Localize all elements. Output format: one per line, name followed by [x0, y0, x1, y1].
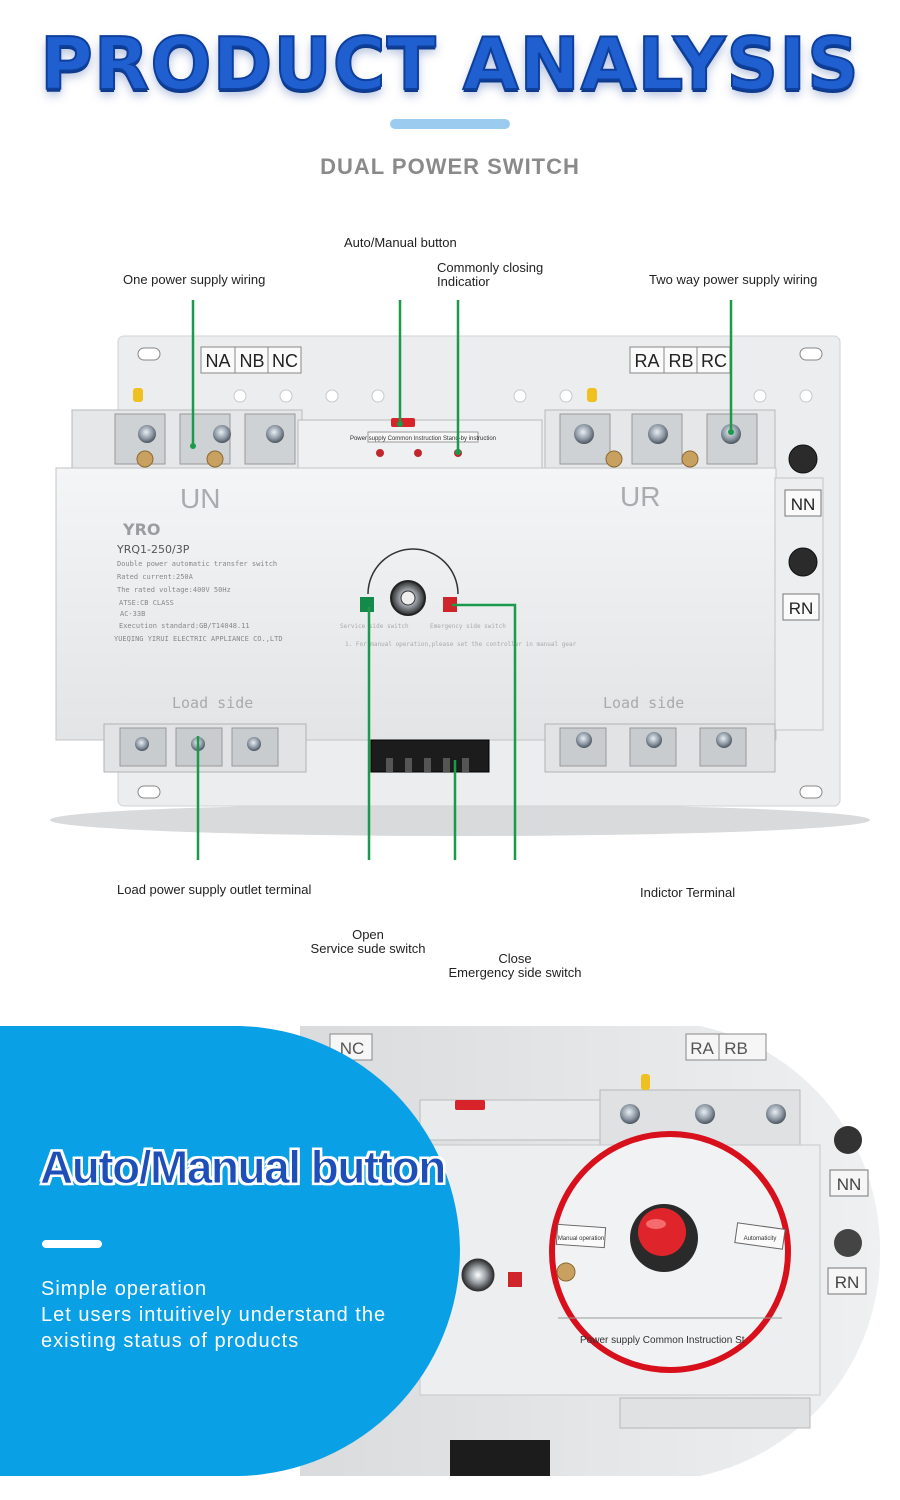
label-na: NA	[205, 351, 230, 371]
device-shadow	[50, 804, 870, 836]
callout-commonly-closing: Commonly closing Indicatior	[437, 261, 543, 289]
callout-two-way-power: Two way power supply wiring	[649, 272, 818, 287]
feature-heading: Auto/Manual button	[40, 1141, 447, 1194]
callout-one-power: One power supply wiring	[123, 272, 266, 287]
top-left-terminal-labels: NA NB NC	[200, 346, 302, 374]
spec-line: AC-33B	[120, 610, 145, 618]
rotation-arc	[367, 548, 459, 595]
callout-open-line1: Open	[352, 927, 384, 942]
yellow-tab	[133, 388, 143, 402]
mount-hole	[799, 785, 823, 799]
label-nn: NN	[791, 495, 816, 514]
leader-indicator-terminal	[453, 760, 457, 860]
photo-label-rn: RN	[835, 1273, 860, 1292]
callout-open: Open Service sude switch	[308, 928, 428, 956]
photo-rn-box	[827, 1267, 867, 1295]
top-left-terminals	[71, 388, 303, 469]
dual-power-switch-illustration: NA NB NC RA RB RC	[50, 300, 870, 860]
load-side-right: Load side	[603, 694, 684, 712]
zoom-auto-label: Automaticity	[744, 1236, 777, 1242]
feature-line-3: existing status of products	[41, 1330, 300, 1352]
close-switch-marker	[443, 597, 457, 612]
page-title: PRODUCT ANALYSIS	[39, 21, 860, 107]
mount-hole	[137, 785, 161, 799]
callout-open-line2: Service sude switch	[310, 941, 426, 956]
photo-label-rb: RB	[724, 1039, 748, 1058]
photo-nn-box	[829, 1169, 869, 1197]
callout-close-line1: Close	[498, 951, 532, 966]
bottom-left-terminals	[103, 723, 307, 773]
indicator-terminal-block	[370, 739, 490, 773]
spec-line: Execution standard:GB/T14048.11	[119, 622, 250, 630]
model-text: YRQ1-250/3P	[116, 543, 190, 556]
leader-close	[452, 603, 517, 860]
photo-label-nc: NC	[340, 1039, 365, 1058]
title-underline	[390, 119, 510, 129]
callout-close: Close Emergency side switch	[445, 952, 585, 980]
auto-manual-button	[391, 418, 415, 427]
yellow-tab	[587, 388, 597, 402]
mount-hole	[799, 347, 823, 361]
spec-line: ATSE:CB CLASS	[119, 599, 174, 607]
feature-line-2: Let users intuitively understand the	[41, 1304, 387, 1326]
spec-line: Double power automatic transfer switch	[117, 560, 277, 568]
nn-knob	[788, 444, 818, 474]
page-subtitle: DUAL POWER SWITCH	[320, 154, 580, 179]
leader-dots	[190, 421, 734, 455]
callout-load-outlet: Load power supply outlet terminal	[117, 882, 312, 897]
plate-holes	[233, 389, 813, 403]
photo-label-ra: RA	[690, 1039, 714, 1058]
label-un: UN	[180, 483, 220, 514]
emergency-side-text: Emergency side switch	[430, 623, 506, 630]
label-rc: RC	[701, 351, 727, 371]
leader-lines	[191, 300, 733, 860]
indicator-led	[414, 449, 422, 457]
callout-indicator-terminal: Indictor Terminal	[640, 885, 736, 900]
label-ur: UR	[620, 481, 660, 512]
label-nb: NB	[239, 351, 264, 371]
feature-underline	[42, 1240, 102, 1248]
feature-photo: NC RA RB NN RN Manual operation Automati…	[300, 1026, 881, 1476]
callout-auto-manual: Auto/Manual button	[344, 235, 457, 250]
spec-line: Rated current:250A	[117, 573, 194, 581]
callout-close-line2: Emergency side switch	[448, 965, 582, 980]
spec-text: Double power automatic transfer switch R…	[114, 560, 283, 643]
indicator-led	[376, 449, 384, 457]
top-right-terminals	[544, 388, 776, 469]
zoom-red-button	[638, 1208, 686, 1256]
rn-knob	[788, 547, 818, 577]
bottom-right-terminals	[544, 723, 776, 773]
label-rn: RN	[789, 599, 814, 618]
label-nc: NC	[272, 351, 298, 371]
mount-hole	[137, 347, 161, 361]
label-ra: RA	[634, 351, 659, 371]
manual-note: 1. For manual operation,please set the c…	[345, 641, 577, 648]
brand-logo: YRO	[122, 520, 161, 539]
label-rb: RB	[668, 351, 693, 371]
top-right-terminal-labels: RA RB RC	[629, 346, 731, 374]
callout-commonly-closing-line1: Commonly closing	[437, 260, 544, 275]
photo-button	[455, 1100, 485, 1110]
strip-text: Power supply Common Instruction Stand-by…	[350, 436, 496, 442]
spec-line: YUEQING YIRUI ELECTRIC APPLIANCE CO.,LTD	[114, 635, 283, 643]
photo-label-nn: NN	[837, 1175, 862, 1194]
feature-blue-panel	[0, 1026, 461, 1476]
load-side-left: Load side	[172, 694, 253, 712]
service-side-text: Service side switch	[340, 623, 409, 630]
zoom-strip-text: Power supply Common Instruction St	[580, 1335, 745, 1346]
blue-panel-shape	[0, 1026, 461, 1476]
callout-commonly-closing-line2: Indicatior	[437, 274, 490, 289]
zoom-manual-label: Manual operation	[558, 1236, 604, 1242]
nn-label-box	[784, 489, 822, 517]
open-switch-marker	[360, 597, 374, 612]
feature-line-1: Simple operation	[41, 1278, 208, 1300]
control-strip: Power supply Common Instruction Stand-by…	[297, 418, 543, 471]
spec-line: The rated voltage:400V 50Hz	[117, 586, 231, 594]
rn-label-box	[782, 593, 820, 621]
